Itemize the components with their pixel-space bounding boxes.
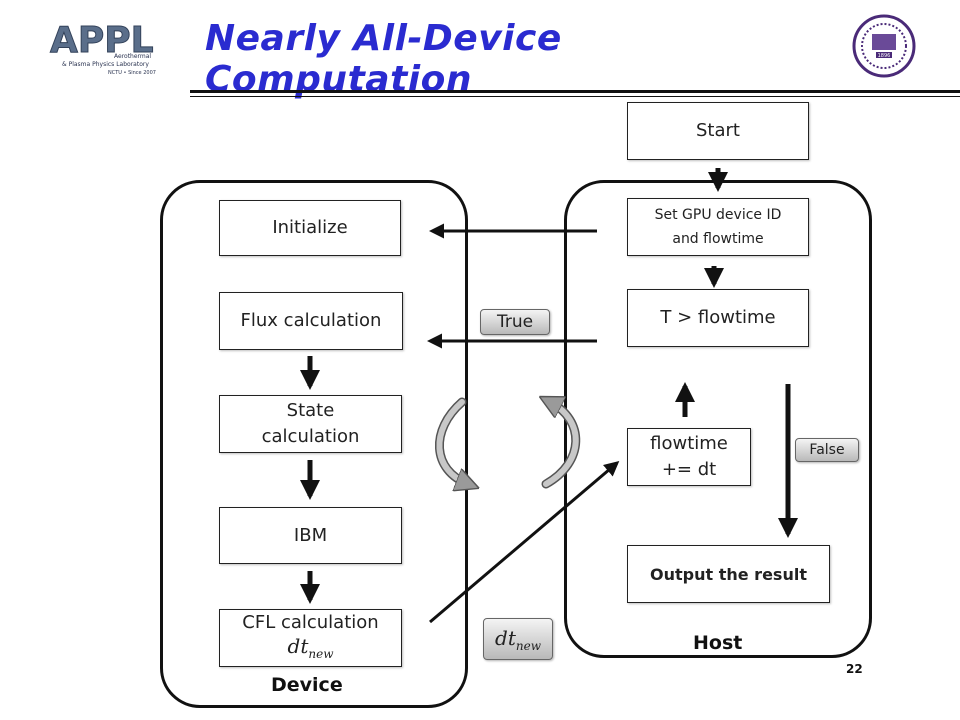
start-box: Start: [627, 102, 809, 160]
seal-year: 1896: [878, 53, 891, 59]
svg-text:& Plasma Physics Laboratory: & Plasma Physics Laboratory: [62, 61, 149, 68]
output-result-box: Output the result: [627, 545, 830, 603]
dt-new-tag: dtnew: [483, 618, 553, 660]
device-label: Device: [271, 674, 343, 696]
page-number: 22: [846, 662, 863, 676]
state-line-2: calculation: [261, 426, 360, 447]
condition-box: T > flowtime: [627, 289, 809, 347]
appl-logo: APPL Aerothermal & Plasma Physics Labora…: [48, 18, 168, 78]
flowtime-line-2: += dt: [661, 459, 717, 480]
svg-text:NCTU • Since 2007: NCTU • Since 2007: [108, 70, 156, 76]
flux-calculation-box: Flux calculation: [219, 292, 403, 350]
set-gpu-line-2: and flowtime: [672, 231, 764, 247]
flowtime-line-1: flowtime: [650, 433, 728, 454]
page-title: Nearly All-Device Computation: [205, 18, 562, 100]
cfl-formula: dtnew: [287, 634, 334, 661]
svg-text:Aerothermal: Aerothermal: [114, 53, 151, 60]
false-tag: False: [795, 438, 859, 462]
host-label: Host: [693, 632, 743, 654]
state-calculation-box: State calculation: [219, 395, 402, 453]
university-seal-icon: 1896: [852, 14, 916, 78]
ibm-box: IBM: [219, 507, 402, 564]
flowtime-update-box: flowtime += dt: [627, 428, 751, 486]
logo-text: APPL: [50, 20, 154, 61]
initialize-box: Initialize: [219, 200, 401, 256]
header-rule: [190, 90, 960, 93]
cfl-calculation-box: CFL calculation dtnew: [219, 609, 402, 667]
state-line-1: State: [286, 400, 335, 421]
arrow-cfl-to-flowtime: [429, 461, 620, 624]
set-gpu-device-box: Set GPU device ID and flowtime: [627, 198, 809, 256]
cfl-label: CFL calculation: [242, 612, 379, 633]
header-rule-thin: [190, 96, 960, 97]
set-gpu-line-1: Set GPU device ID: [654, 207, 782, 223]
true-tag: True: [480, 309, 550, 335]
